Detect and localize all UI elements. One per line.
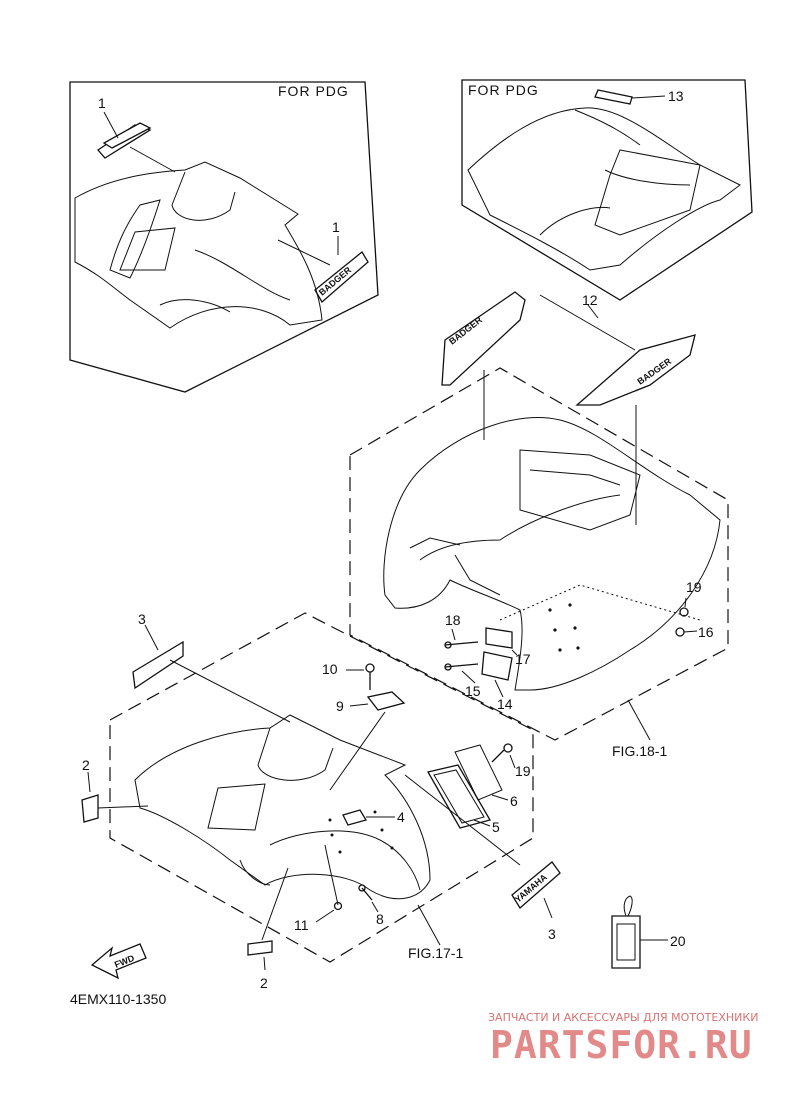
- front-fender-group: 3 2 10 9 19 6 5 4: [81, 611, 561, 991]
- callout-2a: 2: [82, 757, 90, 773]
- callout-3b: 3: [548, 926, 556, 942]
- decal-2b: [247, 940, 273, 956]
- callout-6: 6: [510, 793, 518, 809]
- callout-18: 18: [445, 612, 461, 628]
- callout-2b: 2: [260, 975, 268, 991]
- callout-12: 12: [582, 292, 598, 308]
- pdg-rear-frame: FOR PDG 13: [461, 79, 753, 301]
- part-10: [365, 663, 375, 690]
- badger-decal-front: BADGER: [314, 251, 369, 304]
- callout-9: 9: [336, 698, 344, 714]
- part-9: [366, 691, 406, 711]
- part-8: [358, 884, 373, 901]
- part-19: [679, 607, 689, 617]
- callout-10: 10: [322, 661, 338, 677]
- part-11: [333, 901, 343, 911]
- decal-1a-inner: [102, 122, 152, 149]
- svg-text:BADGER: BADGER: [317, 264, 354, 297]
- part-4: [342, 809, 367, 826]
- rear-fender-group: 18 17 15 14 19 16 FIG.18-1: [349, 367, 729, 759]
- callout-14: 14: [497, 696, 513, 712]
- part-7: [491, 743, 513, 763]
- watermark: ЗАПЧАСТИ И АКСЕССУАРЫ ДЛЯ МОТОТЕХНИКИ PA…: [488, 1011, 758, 1067]
- yamaha-decal: YAMAHA: [511, 861, 561, 909]
- decal-1a: [97, 124, 152, 159]
- pdg-front-frame: FOR PDG BADGER 1 1: [69, 81, 379, 393]
- decal-2a: [81, 794, 99, 823]
- pdg-front-label: FOR PDG: [278, 83, 349, 99]
- callout-20: 20: [670, 933, 686, 949]
- watermark-tagline: ЗАПЧАСТИ И АКСЕССУАРЫ ДЛЯ МОТОТЕХНИКИ: [488, 1011, 758, 1024]
- part-code: 4EMX110-1350: [70, 991, 166, 1007]
- callout-16: 16: [698, 624, 714, 640]
- callout-17: 17: [515, 651, 531, 667]
- decal-13: [594, 89, 633, 105]
- callout-1a: 1: [98, 95, 106, 111]
- part-20-tag: 20: [611, 895, 686, 969]
- callout-7: 19: [515, 763, 531, 779]
- svg-text:BADGER: BADGER: [447, 314, 484, 346]
- part-14: [481, 651, 513, 681]
- callout-1b: 1: [332, 219, 340, 235]
- fig-18-1-ref: FIG.18-1: [612, 743, 667, 759]
- callout-19: 19: [686, 579, 702, 595]
- part-6: [454, 744, 503, 801]
- watermark-brand: PARTSFOR.RU: [490, 1023, 753, 1067]
- badger-decal-set-12: BADGER BADGER 12: [441, 291, 696, 525]
- callout-5: 5: [492, 819, 500, 835]
- fig-17-1-ref: FIG.17-1: [408, 945, 463, 961]
- fwd-label: FWD: [113, 953, 136, 970]
- part-16: [675, 627, 685, 637]
- svg-text:YAMAHA: YAMAHA: [513, 872, 549, 905]
- callout-8: 8: [376, 911, 384, 927]
- pdg-rear-label: FOR PDG: [468, 82, 539, 98]
- callout-15: 15: [465, 683, 481, 699]
- part-17: [485, 627, 513, 649]
- callout-11: 11: [294, 917, 309, 933]
- callout-4: 4: [397, 809, 405, 825]
- callout-3a: 3: [138, 611, 146, 627]
- callout-13: 13: [668, 88, 684, 104]
- decal-3a: [132, 640, 184, 690]
- fwd-arrow: FWD: [90, 943, 147, 980]
